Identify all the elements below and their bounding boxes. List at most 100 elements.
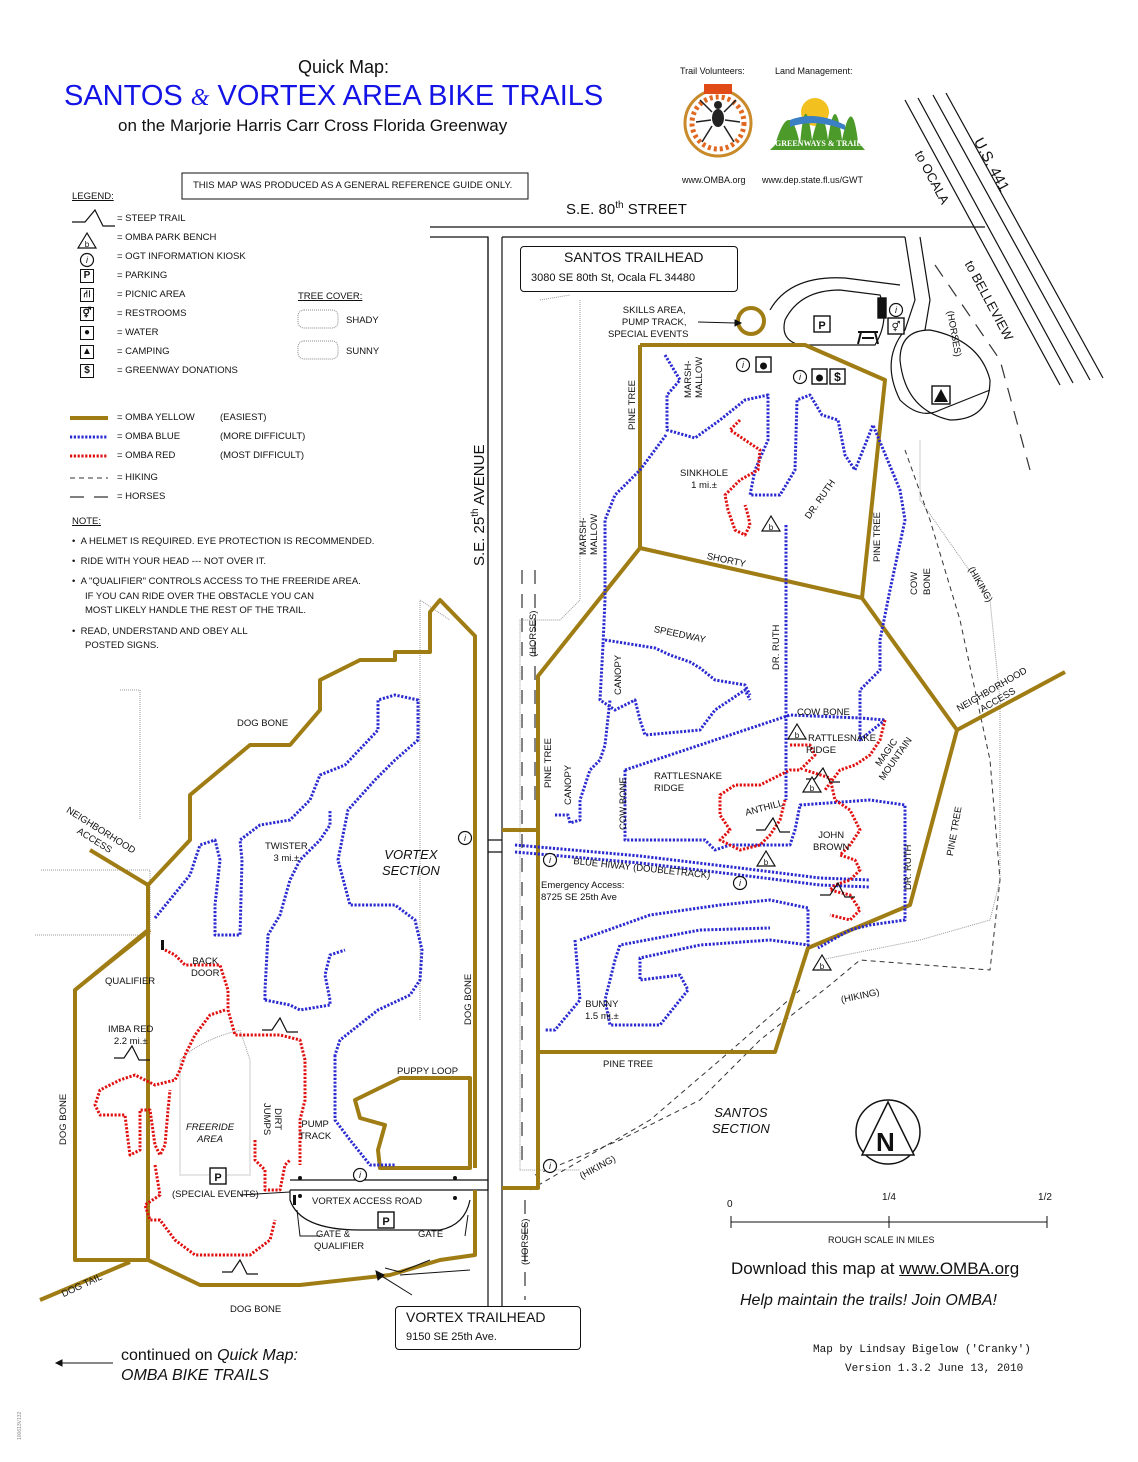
picnic-icon: ⛙ bbox=[80, 288, 94, 302]
cow-bone-label-west: COW BONE bbox=[618, 777, 629, 830]
steep-icon bbox=[820, 881, 855, 898]
svg-text:$: $ bbox=[834, 370, 841, 384]
blue-canopy bbox=[598, 644, 752, 737]
svg-text:P: P bbox=[214, 1172, 221, 1184]
legend-item: = PARKING bbox=[117, 270, 168, 281]
volunteers-label: Trail Volunteers: bbox=[680, 66, 745, 76]
red-rattlesnake bbox=[718, 743, 817, 852]
info-icons bbox=[79, 252, 904, 1183]
red-sinkhole bbox=[723, 418, 762, 537]
se25-label: S.E. 25th AVENUE bbox=[470, 444, 488, 566]
yellow-santos-south bbox=[502, 1052, 540, 1190]
disclaimer: THIS MAP WAS PRODUCED AS A GENERAL REFER… bbox=[193, 180, 513, 191]
pine-tree-label-west: PINE TREE bbox=[543, 738, 554, 788]
info-icon bbox=[457, 830, 473, 846]
note-item-cont: MOST LIKELY HANDLE THE REST OF THE TRAIL… bbox=[85, 605, 307, 616]
legend-item: = STEEP TRAIL bbox=[117, 213, 186, 224]
north-letter: N bbox=[876, 1127, 895, 1157]
note-item: • RIDE WITH YOUR HEAD --- NOT OVER IT. bbox=[72, 556, 267, 567]
vortex-access-road-label: VORTEX ACCESS ROAD bbox=[312, 1196, 423, 1207]
scale-zero: 0 bbox=[727, 1199, 733, 1210]
volunteers-url[interactable]: www.OMBA.org bbox=[682, 175, 746, 185]
square-icons bbox=[209, 297, 951, 1229]
svg-text:b: b bbox=[810, 784, 815, 793]
gate-markers bbox=[161, 940, 457, 1205]
info-icon bbox=[888, 302, 904, 318]
pine-tree-label-south: PINE TREE bbox=[603, 1059, 653, 1070]
download-link[interactable]: www.OMBA.org bbox=[899, 1259, 1020, 1278]
red-imba bbox=[93, 1008, 226, 1157]
gate-label: GATE bbox=[418, 1229, 444, 1240]
blue-bunny-loop bbox=[579, 898, 810, 1027]
map-subtitle-top: Quick Map: bbox=[298, 57, 390, 77]
note-item: • A HELMET IS REQUIRED. EYE PROTECTION I… bbox=[72, 536, 375, 547]
svg-text:i: i bbox=[549, 855, 552, 865]
svg-text:b: b bbox=[795, 731, 800, 740]
canopy-label-north: CANOPY bbox=[613, 654, 624, 695]
svg-text:i: i bbox=[549, 1161, 552, 1171]
map-credit: Map by Lindsay Bigelow ('Cranky') bbox=[813, 1344, 1031, 1356]
legend-trail-label: = HIKING bbox=[117, 472, 158, 483]
donation-icon bbox=[829, 368, 846, 385]
land-label: Land Management: bbox=[775, 66, 853, 76]
blue-marsh-west bbox=[601, 434, 668, 646]
yellow-vortex-bottom bbox=[147, 1190, 477, 1287]
blue-hiway-2 bbox=[514, 850, 871, 889]
se80-label: S.E. 80th STREET bbox=[566, 200, 687, 218]
pine-tree-label-north: PINE TREE bbox=[627, 380, 638, 430]
note-item: • READ, UNDERSTAND AND OBEY ALL bbox=[72, 626, 248, 637]
parking-icon bbox=[877, 297, 887, 319]
vortex-trailhead-name: VORTEX TRAILHEAD bbox=[406, 1309, 546, 1325]
santos-access-road-2 bbox=[919, 236, 931, 331]
greenways-logo bbox=[770, 98, 865, 150]
legend-item: = OMBA PARK BENCH bbox=[117, 232, 217, 243]
gate-qualifier-label: GATE &QUALIFIER bbox=[314, 1229, 365, 1252]
map-version: Version 1.3.2 June 13, 2010 bbox=[845, 1363, 1024, 1375]
note-item-cont: POSTED SIGNS. bbox=[85, 640, 159, 651]
legend-item: = OGT INFORMATION KIOSK bbox=[117, 251, 246, 262]
svg-text:P: P bbox=[382, 1216, 389, 1228]
legend-info-icon bbox=[79, 252, 95, 268]
yellow-dog-tail bbox=[39, 1260, 131, 1302]
svg-text:b: b bbox=[85, 240, 90, 249]
parking-icon: P bbox=[80, 269, 94, 283]
santos-parking-loop-outer bbox=[769, 277, 901, 311]
yellow-pine-tree-west bbox=[502, 676, 540, 832]
svg-text:i: i bbox=[742, 360, 745, 370]
yellow-shorty bbox=[639, 546, 863, 600]
svg-text:i: i bbox=[895, 305, 898, 315]
parking-icon bbox=[209, 1167, 227, 1185]
sunny-swatch bbox=[297, 340, 339, 360]
blue-speedway bbox=[604, 638, 752, 696]
se80-road-bottom bbox=[430, 236, 489, 1190]
scale-bar bbox=[730, 1216, 1048, 1228]
info-icon bbox=[792, 369, 808, 385]
title-part-2: VORTEX AREA BIKE TRAILS bbox=[209, 80, 604, 112]
svg-text:b: b bbox=[764, 858, 769, 867]
us441-line-3 bbox=[932, 94, 1091, 381]
us441-line-2 bbox=[917, 97, 1074, 384]
bench-icons bbox=[76, 231, 833, 971]
dr-ruth-label-mid: DR. RUTH bbox=[771, 624, 782, 670]
scale-half: 1/2 bbox=[1038, 1192, 1052, 1203]
camping-icon: ▲ bbox=[80, 345, 94, 359]
legend-bench-icon bbox=[76, 231, 98, 249]
red-dirt-jumps bbox=[253, 1140, 292, 1192]
donation-icon: $ bbox=[80, 364, 94, 378]
bench-icon bbox=[786, 722, 808, 740]
water-icon: ● bbox=[80, 326, 94, 340]
dr-ruth-label-south: DR. RUTH bbox=[903, 844, 914, 890]
emergency-access-label: Emergency Access:8725 SE 25th Ave bbox=[541, 880, 625, 903]
title-ampersand: & bbox=[190, 85, 210, 111]
santos-parking-loop bbox=[783, 289, 885, 346]
land-url[interactable]: www.dep.state.fl.us/GWT bbox=[762, 175, 864, 185]
tree-cover-outlines bbox=[35, 294, 1001, 1176]
marshmallow-label-north: MARSH-MALLOW bbox=[683, 356, 705, 398]
note-item-cont: IF YOU CAN RIDE OVER THE OBSTACLE YOU CA… bbox=[85, 591, 314, 602]
crossing bbox=[488, 839, 502, 853]
